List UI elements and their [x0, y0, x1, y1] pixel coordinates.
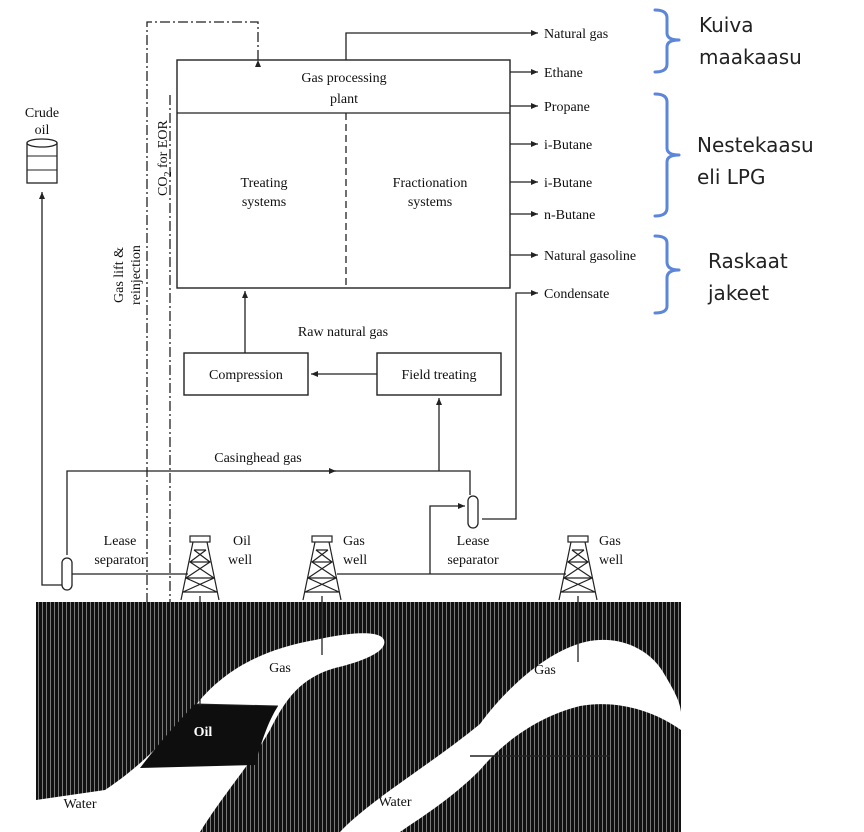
product-i-butane-2: i-Butane — [544, 176, 592, 191]
product-arrows — [345, 30, 538, 520]
treating-line1: Treating — [241, 176, 288, 191]
field-treating-label: Field treating — [401, 368, 476, 383]
product-i-butane-1: i-Butane — [544, 138, 592, 153]
casinghead-line — [66, 470, 471, 555]
raw-gas-path: Raw natural gas Compression Field treati… — [183, 291, 502, 471]
product-condensate: Condensate — [544, 287, 609, 302]
gas-well-2-label-line1: Gas — [599, 534, 621, 549]
co2-label: CO2 for EOR — [156, 120, 174, 196]
brace-heavy — [653, 234, 681, 315]
gas-well-2-derrick-icon — [558, 535, 598, 601]
oil-zone — [140, 704, 278, 768]
casinghead-gas: Casinghead gas — [66, 451, 471, 555]
gas-lift-label-line1: Gas lift & — [112, 247, 127, 303]
annotation-lpg-line1: Nestekaasu — [697, 133, 814, 157]
product-n-butane: n-Butane — [544, 208, 595, 223]
natural-gas-line — [345, 30, 538, 60]
reservoir: Gas Oil Water Gas Water — [36, 602, 681, 832]
gas-oil-contact — [195, 703, 279, 707]
lease-separator-right-line1: Lease — [457, 534, 490, 549]
brace-lpg — [653, 92, 681, 218]
oil-label: Oil — [194, 725, 213, 740]
gas-well-1-derrick-icon — [302, 535, 342, 601]
water-left-label: Water — [63, 797, 96, 812]
annotation-dry-gas-line1: Kuiva — [699, 13, 753, 37]
plant-title-line2: plant — [330, 92, 358, 107]
product-natural-gas: Natural gas — [544, 27, 608, 42]
crude-oil-label-line2: oil — [35, 123, 50, 138]
product-ethane: Ethane — [544, 66, 583, 81]
oil-well-derrick-icon — [180, 535, 220, 601]
gas-well-1-label-line2: well — [343, 553, 367, 568]
lease-separator-left-line1: Lease — [104, 534, 137, 549]
lease-separator-left-line2: separator — [94, 553, 146, 568]
compression-label: Compression — [209, 368, 283, 383]
lease-separator-right — [467, 495, 479, 529]
product-propane: Propane — [544, 100, 590, 115]
gas-right-label: Gas — [534, 663, 556, 678]
raw-natural-gas-label: Raw natural gas — [298, 325, 388, 340]
crude-oil-line — [39, 192, 62, 586]
annotation-heavy-line2: jakeet — [707, 281, 769, 305]
condensate-line — [482, 290, 538, 520]
reservoir-right — [340, 639, 681, 832]
fractionation-line1: Fractionation — [393, 176, 468, 191]
gas-well-1-label-line1: Gas — [343, 534, 365, 549]
lease-separator-left — [61, 557, 73, 591]
recycle-lines: CO2 for EOR Gas lift & reinjection — [112, 21, 261, 602]
crude-oil-storage: Crude oil — [25, 106, 62, 586]
crude-oil-tank-icon — [26, 138, 58, 184]
surface-equipment: Lease separator Oil well Gas well Lease … — [61, 495, 623, 601]
gas-left-label: Gas — [269, 661, 291, 676]
treating-line2: systems — [242, 195, 286, 210]
annotation-dry-gas-line2: maakaasu — [699, 45, 802, 69]
brace-dry-gas — [653, 8, 681, 74]
gas-lift-label-line2: reinjection — [129, 245, 144, 305]
oil-well-label-line1: Oil — [233, 534, 251, 549]
compression-box — [183, 352, 309, 396]
water-right-label: Water — [378, 795, 411, 810]
plant-box — [176, 59, 511, 289]
gas-processing-plant: Gas processing plant Treating systems Fr… — [176, 59, 511, 289]
field-treating-box — [376, 352, 502, 396]
crude-oil-label-line1: Crude — [25, 106, 59, 121]
oil-well-label-line2: well — [228, 553, 252, 568]
annotation-heavy-line1: Raskaat — [708, 249, 788, 273]
fractionation-line2: systems — [408, 195, 452, 210]
gas-well-2-label-line2: well — [599, 553, 623, 568]
gas-lift-line — [146, 21, 261, 602]
annotations: Kuiva maakaasu Nestekaasu eli LPG Raskaa… — [653, 8, 814, 315]
product-natural-gasoline: Natural gasoline — [544, 249, 636, 264]
casinghead-gas-label: Casinghead gas — [214, 451, 301, 466]
product-labels: Natural gas Ethane Propane i-Butane i-Bu… — [544, 27, 636, 302]
annotation-lpg-line2: eli LPG — [697, 165, 765, 189]
plant-title-line1: Gas processing — [301, 71, 386, 86]
gas-well-to-separator-line — [429, 503, 465, 574]
lease-separator-right-line2: separator — [447, 553, 499, 568]
